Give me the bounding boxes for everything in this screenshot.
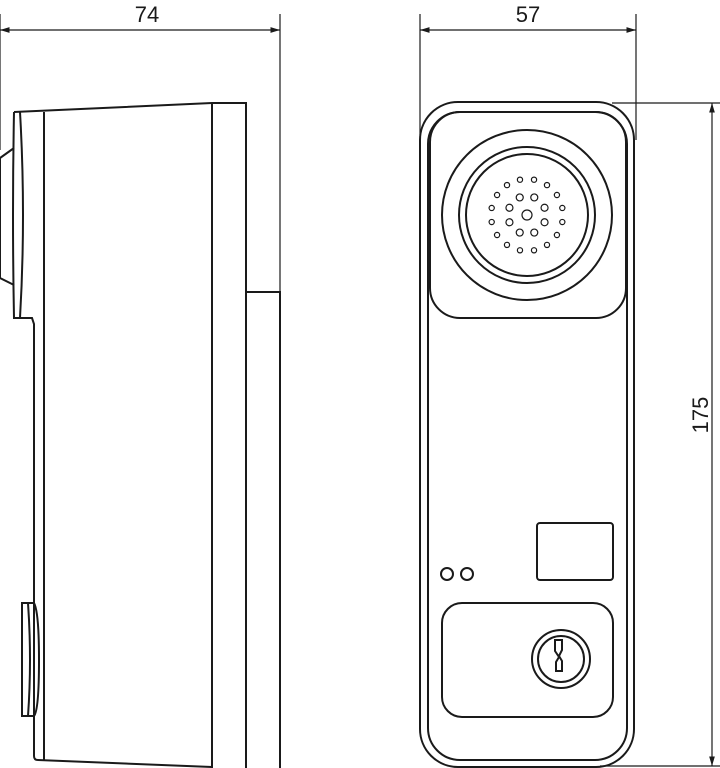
speaker-hole: [540, 218, 549, 227]
speaker-hole: [515, 228, 524, 237]
display-window: [536, 522, 614, 581]
led-indicator: [440, 567, 454, 581]
speaker-ring-middle: [458, 146, 596, 284]
speaker-hole: [553, 191, 561, 199]
depth-dimension-label: 74: [135, 2, 159, 27]
speaker-holes: [488, 176, 566, 254]
speaker-hole: [488, 218, 495, 226]
speaker-hole: [503, 241, 511, 249]
housing-outline: [13, 102, 281, 768]
speaker-hole: [515, 193, 524, 202]
speaker-hole: [530, 193, 539, 202]
speaker-hole: [543, 241, 551, 249]
front-profile: [12, 111, 213, 768]
speaker-hole: [530, 176, 538, 183]
side-view: 74: [0, 2, 281, 768]
speaker-hole: [530, 228, 539, 237]
speaker-hole: [505, 203, 514, 212]
speaker-hole: [505, 218, 514, 227]
speaker-hole: [553, 231, 561, 239]
speaker-hole: [543, 181, 551, 189]
speaker-hole: [521, 209, 533, 221]
speaker-hole: [516, 247, 524, 254]
speaker-grille: [465, 153, 589, 277]
speaker-ring-outer: [441, 129, 613, 301]
speaker-hole: [540, 203, 549, 212]
front-view: 57 175: [419, 2, 720, 768]
lock-panel: [441, 602, 614, 718]
speaker-hole: [503, 181, 511, 189]
width-dimension-label: 57: [516, 2, 540, 27]
speaker-hole: [493, 191, 501, 199]
speaker-module: [429, 111, 627, 319]
speaker-hole: [559, 218, 566, 226]
speaker-hole: [559, 204, 566, 212]
lock-protrusion: [21, 602, 41, 717]
speaker-hole: [488, 204, 495, 212]
speaker-hole: [516, 176, 524, 183]
speaker-protrusion: [0, 147, 15, 286]
height-dimension-label: 175: [688, 397, 713, 434]
housing-outer: [419, 101, 635, 768]
speaker-hole: [493, 231, 501, 239]
housing-inner: [427, 111, 628, 761]
lock-cylinder-outer: [531, 629, 591, 689]
speaker-hole: [530, 247, 538, 254]
keyhole-icon: [554, 639, 563, 672]
lock-cylinder-inner: [537, 635, 585, 683]
front-bezel-curve: [19, 111, 24, 319]
led-indicator: [460, 567, 474, 581]
